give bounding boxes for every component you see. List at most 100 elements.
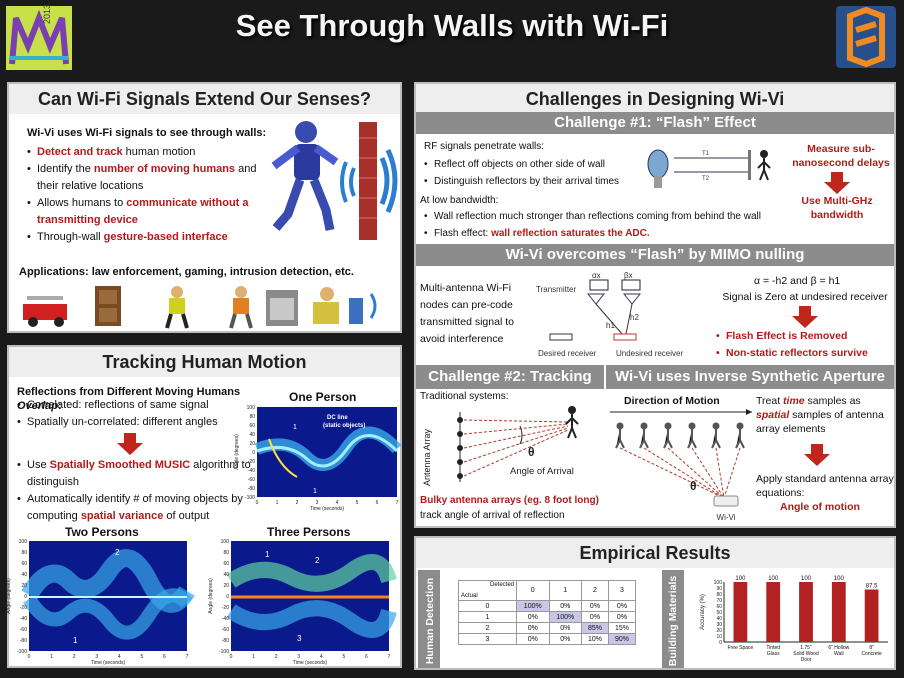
matrix-cell: 0% bbox=[607, 611, 637, 623]
heatmap-y-tick: 60 bbox=[223, 561, 229, 567]
heatmap-xlabel: Time (seconds) bbox=[310, 506, 345, 512]
dishwasher-icon bbox=[266, 290, 298, 326]
heatmap-y-tick: 100 bbox=[221, 539, 230, 545]
svg-text:1: 1 bbox=[265, 550, 270, 559]
senses-bullets: Detect and track human motion Identify t… bbox=[27, 144, 272, 246]
svg-text:Wi-Vi: Wi-Vi bbox=[717, 513, 736, 522]
heatmap-y-tick: 0 bbox=[24, 594, 27, 600]
heatmap-x-tick: 1 bbox=[252, 654, 255, 660]
rf-bullet: Distinguish reflectors by their arrival … bbox=[424, 173, 674, 190]
chart-value-label: 87.5 bbox=[866, 584, 878, 590]
svg-text:2013: 2013 bbox=[42, 4, 52, 24]
matrix-cell: 85% bbox=[581, 622, 609, 634]
down-arrow-icon bbox=[792, 306, 818, 328]
heatmap-y-tick: 40 bbox=[21, 572, 27, 578]
heatmap-y-tick: 20 bbox=[223, 583, 229, 589]
poster-title: See Through Walls with Wi-Fi bbox=[235, 8, 669, 43]
heatmap-x-tick: 3 bbox=[297, 654, 300, 660]
one-person-heatmap: DC line (static objects) 1 1 bbox=[254, 407, 402, 497]
svg-text:1: 1 bbox=[313, 488, 317, 495]
senses-intro: Wi-Vi uses Wi-Fi signals to see through … bbox=[27, 127, 267, 139]
treat-samples: Treat time samples as spatial samples of… bbox=[756, 395, 884, 435]
results-heading: Empirical Results bbox=[416, 538, 894, 568]
matrix-cell: 10% bbox=[581, 633, 609, 645]
svg-text:Antenna Array: Antenna Array bbox=[422, 428, 432, 486]
chart-y-tick-label: 80 bbox=[716, 592, 722, 598]
heatmap-y-tick: -60 bbox=[222, 627, 229, 633]
heatmap-y-tick: 20 bbox=[21, 583, 27, 589]
heatmap-y-tick: -40 bbox=[20, 616, 27, 622]
matrix-cell: 0% bbox=[548, 600, 582, 612]
heatmap-y-tick: 80 bbox=[223, 550, 229, 556]
matrix-row-header: 2 bbox=[458, 622, 517, 634]
heatmap-x-tick: 0 bbox=[28, 654, 31, 660]
heatmap-x-tick: 7 bbox=[388, 654, 391, 660]
matrix-cell: 90% bbox=[607, 633, 637, 645]
svg-text:DC line: DC line bbox=[327, 415, 348, 421]
heatmap-y-tick: -60 bbox=[20, 627, 27, 633]
chart-category-label: Free Space bbox=[727, 645, 753, 651]
fire-truck-icon bbox=[23, 296, 67, 327]
tracking-bullet: Correlated: reflections of same signal bbox=[17, 397, 257, 414]
building-materials-label bbox=[662, 570, 684, 668]
three-persons-heatmap: 1 2 3 bbox=[226, 541, 397, 651]
chart-y-tick-label: 20 bbox=[716, 628, 722, 634]
direction-of-motion: Direction of Motion bbox=[624, 395, 720, 407]
matrix-cell: 100% bbox=[548, 611, 582, 623]
chart-y-tick-label: 100 bbox=[714, 580, 723, 586]
matrix-row-header: 3 bbox=[458, 633, 517, 645]
bulky-antenna: Bulky antenna arrays (eg. 8 foot long) bbox=[420, 495, 599, 506]
heatmap-ylabel: Angle (degrees) bbox=[208, 578, 214, 614]
tracking-bullet: Automatically identify # of moving objec… bbox=[17, 491, 252, 525]
matrix-col-header: 2 bbox=[581, 580, 609, 601]
heatmap-y-tick: -80 bbox=[20, 638, 27, 644]
heatmap-ylabel: Angle (degrees) bbox=[234, 434, 240, 470]
matrix-cell: 0% bbox=[516, 611, 550, 623]
chart-category-label: Wall bbox=[834, 651, 844, 657]
lowbw-bullet: Wall reflection much stronger than refle… bbox=[424, 208, 894, 225]
isa-title: Wi-Vi uses Inverse Synthetic Aperture bbox=[606, 365, 894, 389]
heatmap-x-tick: 0 bbox=[256, 500, 259, 506]
bulky-antenna-rest: track angle of arrival of reflection bbox=[420, 510, 565, 521]
rf-list: Reflect off objects on other side of wal… bbox=[424, 156, 674, 190]
heatmap-y-tick: 40 bbox=[223, 572, 229, 578]
heatmap-y-tick: 60 bbox=[249, 423, 255, 429]
svg-text:Angle of Arrival: Angle of Arrival bbox=[510, 466, 574, 477]
rf-penetrate: RF signals penetrate walls: bbox=[424, 141, 545, 152]
matrix-cell: 0% bbox=[548, 622, 582, 634]
chart-bar bbox=[831, 582, 846, 642]
mimo-title: Wi-Vi overcomes “Flash” by MIMO nulling bbox=[416, 244, 894, 266]
human-detection-text: Human Detection bbox=[424, 577, 436, 665]
matrix-cell: 0% bbox=[607, 600, 637, 612]
svg-text:βx: βx bbox=[624, 271, 633, 280]
lowbw-bullet: Flash effect: wall reflection saturates … bbox=[424, 225, 894, 242]
heatmap-xlabel: Time (seconds) bbox=[293, 660, 328, 666]
chart-value-label: 100 bbox=[768, 576, 779, 582]
isa-diagram: θ Wi-Vi bbox=[610, 409, 752, 522]
matrix-cell: 15% bbox=[607, 622, 637, 634]
heatmap-x-tick: 5 bbox=[342, 654, 345, 660]
svg-text:θ: θ bbox=[690, 479, 697, 493]
matrix-cell: 0% bbox=[516, 622, 550, 634]
heatmap-y-tick: 80 bbox=[249, 414, 255, 420]
svg-text:2: 2 bbox=[315, 556, 320, 565]
chart-y-tick-label: 60 bbox=[716, 604, 722, 610]
heatmap-y-tick: -100 bbox=[17, 649, 27, 655]
chart-value-label: 100 bbox=[834, 576, 845, 582]
challenges-panel: Challenges in Designing Wi-Vi Challenge … bbox=[414, 82, 896, 528]
heatmap-x-tick: 1 bbox=[50, 654, 53, 660]
heatmap-y-tick: -20 bbox=[248, 459, 255, 465]
heatmap-x-tick: 3 bbox=[316, 500, 319, 506]
heatmap-y-tick: -20 bbox=[20, 605, 27, 611]
heatmap-y-tick: 60 bbox=[21, 561, 27, 567]
tracking-bullet: Spatially un-correlated: different angle… bbox=[17, 414, 257, 431]
senses-bullet: Allows humans to communicate without a t… bbox=[27, 195, 272, 229]
detected-label: Detected bbox=[489, 582, 514, 588]
heatmap-x-tick: 6 bbox=[365, 654, 368, 660]
results-panel: Empirical Results Human Detection Detect… bbox=[414, 536, 896, 670]
building-materials-chart: Accuracy (%)1009080706050403020100100Fre… bbox=[700, 576, 888, 663]
heatmap-y-tick: -100 bbox=[245, 495, 255, 501]
radar-dish-icon: T1 T2 bbox=[647, 149, 771, 188]
gamer-icon bbox=[229, 286, 253, 329]
